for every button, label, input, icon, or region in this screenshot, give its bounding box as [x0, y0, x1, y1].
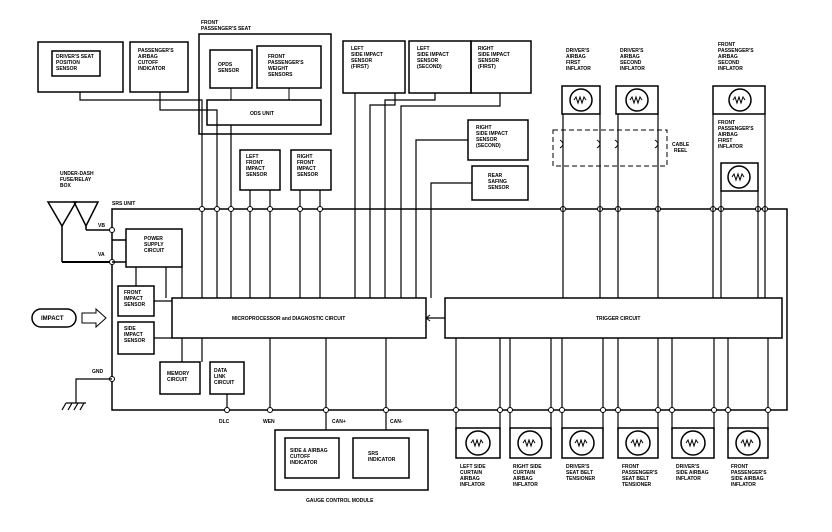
microprocessor-label: MICROPROCESSOR and DIAGNOSTIC CIRCUIT: [232, 316, 345, 322]
right-side-impact-sensor-first-label: RIGHT SIDE IMPACT SENSOR (FIRST): [478, 46, 511, 70]
passengers-airbag-cutoff-indicator-label: PASSENGER'S AIRBAG CUTOFF INDICATOR: [138, 48, 175, 72]
srs-indicator-label: SRS INDICATOR: [368, 451, 396, 463]
rear-safing-sensor-label: REAR SAFING SENSOR: [488, 173, 510, 191]
bottom-edge-terminals: [453, 407, 771, 413]
front-passengers-weight-sensors-label: FRONT PASSENGER'S WEIGHT SENSORS: [268, 54, 305, 78]
drivers-airbag-second-inflator-label: DRIVER'S AIRBAG SECOND INFLATOR: [620, 48, 645, 72]
impact-label: IMPACT: [41, 316, 64, 322]
ground-icon: [61, 402, 86, 411]
front-impact-sensor-label: FRONT IMPACT SENSOR: [124, 290, 146, 308]
front-passengers-side-airbag-inflator: [727, 427, 769, 459]
front-passengers-airbag-second-inflator-label: FRONT PASSENGER'S AIRBAG SECOND INFLATOR: [718, 42, 755, 72]
data-link-circuit-label: DATA LINK CIRCUIT: [214, 368, 234, 386]
impact-arrow-icon: [81, 307, 107, 329]
drivers-airbag-first-inflator: [561, 85, 601, 115]
gnd-label: GND: [92, 369, 104, 375]
left-front-impact-sensor-label: LEFT FRONT IMPACT SENSOR: [246, 154, 268, 178]
underdash-fuse-relay-box-label: UNDER-DASH FUSE/RELAY BOX: [60, 171, 95, 189]
right-front-impact-sensor-label: RIGHT FRONT IMPACT SENSOR: [297, 154, 319, 178]
power-supply-circuit-box: [125, 228, 183, 268]
left-side-curtain-airbag-inflator: [455, 427, 501, 459]
ods-unit-label: ODS UNIT: [250, 111, 274, 117]
gauge-control-module-box: [274, 429, 429, 491]
srs-unit-outline: [111, 208, 788, 411]
right-front-impact-sensor-box: [290, 149, 332, 191]
front-passengers-airbag-first-inflator-label: FRONT PASSENGER'S AIRBAG FIRST INFLATOR: [718, 120, 755, 150]
gauge-control-module-label: GAUGE CONTROL MODULE: [306, 498, 374, 504]
front-passengers-seat-box: [198, 33, 332, 135]
cable-reel: [552, 114, 668, 209]
bottom-inflator-wires: [455, 338, 769, 430]
front-passengers-airbag-first-inflator: [720, 162, 759, 192]
front-passengers-seat-belt-tensioner-label: FRONT PASSENGER'S SEAT BELT TENSIONER: [622, 464, 659, 488]
side-impact-sensor-label: SIDE IMPACT SENSOR: [124, 326, 146, 344]
front-passengers-airbag-second-inflator: [712, 85, 766, 115]
right-side-curtain-airbag-inflator-label: RIGHT SIDE CURTAIN AIRBAG INFLATOR: [513, 464, 543, 488]
right-side-impact-sensor-second-label: RIGHT SIDE IMPACT SENSOR (SECOND): [476, 125, 509, 149]
side-airbag-cutoff-indicator-box: [284, 437, 340, 479]
front-passengers-side-airbag-inflator-label: FRONT PASSENGER'S SIDE AIRBAG INFLATOR: [731, 464, 768, 488]
drivers-seat-position-sensor-label: DRIVER'S SEAT POSITION SENSOR: [56, 54, 95, 72]
dlc-label: DLC: [219, 419, 230, 425]
left-side-curtain-airbag-inflator-label: LEFT SIDE CURTAIN AIRBAG INFLATOR: [460, 464, 487, 488]
passengers-airbag-cutoff-indicator-box: [129, 41, 189, 93]
wen-label: WEN: [263, 419, 275, 425]
drivers-airbag-second-inflator: [615, 85, 659, 115]
drivers-side-airbag-inflator-label: DRIVER'S SIDE AIRBAG INFLATOR: [676, 464, 710, 482]
cable-reel-label: CABLE REEL: [672, 142, 691, 154]
drivers-airbag-first-inflator-label: DRIVER'S AIRBAG FIRST INFLATOR: [566, 48, 591, 72]
power-supply-circuit-label: POWER SUPPLY CIRCUIT: [144, 236, 165, 254]
right-side-curtain-airbag-inflator: [509, 427, 552, 459]
va-label: VA: [98, 252, 105, 258]
srs-unit-label: SRS UNIT: [112, 201, 135, 207]
can-plus-label: CAN+: [332, 419, 346, 425]
trigger-circuit-label: TRIGGER CIRCUIT: [596, 316, 640, 322]
drivers-seat-belt-tensioner-label: DRIVER'S SEAT BELT TENSIONER: [566, 464, 596, 482]
fuse-symbols: [46, 201, 100, 262]
front-passengers-seat-belt-tensioner: [617, 427, 659, 459]
side-airbag-cutoff-indicator-label: SIDE & AIRBAG CUTOFF INDICATOR: [290, 448, 329, 466]
front-passengers-seat-label: FRONT PASSENGER'S SEAT: [201, 20, 251, 32]
drivers-seat-belt-tensioner: [561, 427, 604, 459]
can-minus-label: CAN-: [390, 419, 403, 425]
drivers-seat-position-sensor-box: [37, 41, 124, 93]
left-side-impact-sensor-second-label: LEFT SIDE IMPACT SENSOR (SECOND): [417, 46, 450, 70]
drivers-side-airbag-inflator: [671, 427, 715, 459]
memory-circuit-box: [159, 361, 201, 395]
impact-label-box: [31, 308, 77, 328]
left-side-impact-sensor-first-box: [342, 40, 406, 94]
left-front-impact-sensor-box: [239, 149, 281, 191]
right-side-impact-sensor-first-box: [470, 40, 532, 94]
srs-indicator-box: [352, 437, 410, 479]
ods-unit-box: [206, 99, 322, 126]
vb-label: VB: [98, 223, 105, 229]
memory-circuit-label: MEMORY CIRCUIT: [167, 371, 191, 383]
opds-sensor-label: OPDS SENSOR: [218, 62, 240, 74]
left-side-impact-sensor-first-label: LEFT SIDE IMPACT SENSOR (FIRST): [351, 46, 384, 70]
